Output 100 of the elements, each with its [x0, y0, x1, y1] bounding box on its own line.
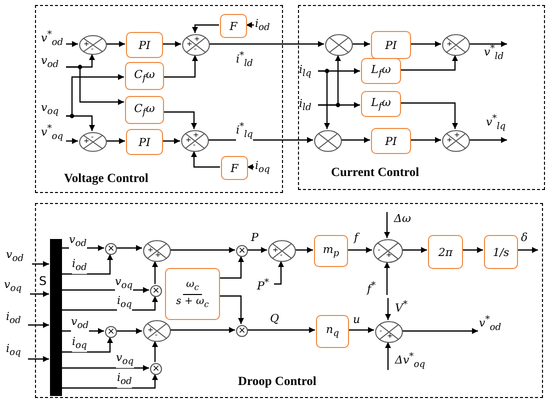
arrow [61, 337, 113, 353]
arrow [162, 41, 181, 47]
arrow [247, 164, 254, 170]
gain-block: PI [371, 128, 411, 154]
arrow [295, 247, 313, 253]
arrow [61, 287, 149, 293]
arrow [209, 41, 324, 47]
arrow [247, 247, 267, 253]
arrow [30, 291, 49, 297]
signal-label: δ [521, 232, 541, 251]
edge-label: v$_{od}$ [71, 316, 89, 332]
arrow [246, 22, 254, 28]
group-title: Current Control [331, 165, 420, 179]
gain-block: PI [126, 129, 163, 155]
summing-junction [79, 35, 107, 55]
edge-label: i$_{od}$ [117, 372, 132, 388]
signal-label: Δω [385, 213, 415, 229]
arrow [152, 261, 158, 284]
signal-label: P$^{*}$ [257, 278, 275, 292]
signal-label: v$_{oq}$ [4, 279, 30, 296]
arrow [517, 247, 538, 253]
multiplier-symbol: × [105, 243, 117, 255]
signal-label: V$^{*}$ [386, 299, 416, 317]
signal-label: i$_{lq}$ [299, 64, 319, 79]
arrow [385, 298, 391, 320]
arrow [28, 356, 49, 362]
edge-label: Q [270, 313, 280, 325]
arrow [170, 247, 235, 253]
arrow [247, 327, 315, 333]
multiplier-symbol: × [105, 326, 117, 338]
gain-block: F [221, 156, 248, 180]
arrow [469, 41, 507, 47]
signal-label: i$_{ld}$ [299, 98, 319, 113]
arrow [274, 261, 284, 285]
arrow [116, 245, 142, 251]
arrow [192, 24, 219, 33]
gain-block: C$_{f}$ω [125, 62, 164, 90]
gain-block: m$_{p}$ [314, 235, 348, 267]
edge-label: i$_{oq}$ [117, 295, 132, 312]
arrow [163, 111, 197, 129]
arrow [318, 70, 330, 129]
transfer-function-block [165, 268, 220, 320]
arrow [348, 327, 374, 333]
arrow [410, 137, 441, 143]
bus-bar [50, 239, 62, 396]
edge-label: v$_{od}$ [69, 234, 87, 250]
arrow [318, 55, 341, 106]
edge-label: f [354, 232, 358, 244]
group-title: Droop Control [238, 374, 316, 388]
summing-junction [325, 34, 353, 56]
arrow [384, 212, 390, 238]
summing-junction [143, 240, 171, 262]
arrow [341, 137, 370, 143]
arrow [61, 374, 158, 389]
edge-label: i$_{od}$ [72, 258, 87, 274]
arrow [61, 296, 158, 311]
signal-label: f$^{*}$ [367, 280, 391, 296]
arrow [352, 41, 370, 47]
summing-junction [268, 240, 296, 262]
summing-junction [143, 320, 171, 342]
arrow [66, 41, 78, 47]
signal-label: v$_{od}$ [41, 55, 67, 72]
signal-label: v$_{od}$ [6, 249, 32, 266]
arrow [384, 262, 390, 295]
arrow [170, 327, 235, 333]
gain-block: F [220, 14, 247, 38]
multiplier-symbol: × [150, 285, 162, 297]
gain-block: 2π [428, 235, 463, 269]
summing-junction [442, 34, 470, 56]
group-frame [35, 5, 283, 193]
signal-label: i$_{oq}$ [6, 343, 28, 361]
arrow [106, 41, 125, 47]
multiplier-symbol: × [236, 325, 248, 337]
gain-block: L$_{f}$ω [361, 58, 401, 84]
multiplier-symbol: × [236, 245, 248, 257]
arrow [61, 328, 104, 334]
signal-label: v$_{oq}$ [41, 102, 67, 120]
arrow [385, 342, 391, 370]
gain-block: 1/s [484, 235, 518, 269]
gain-block: PI [371, 31, 411, 59]
arrow [402, 328, 478, 334]
arrow [347, 247, 372, 253]
arrow [162, 138, 180, 144]
arrow [61, 245, 104, 251]
arrow [61, 254, 113, 275]
bar-label: S [39, 275, 47, 288]
edge-label: u [353, 314, 360, 326]
numerator-text: ω$_{c}$ [183, 278, 202, 294]
gain-block: n$_{q}$ [316, 315, 349, 348]
gain-block: L$_{f}$ω [361, 91, 401, 117]
arrow [152, 341, 158, 362]
arrow [462, 247, 483, 253]
arrow [66, 66, 124, 105]
summing-junction [375, 321, 403, 343]
arrow [66, 115, 95, 131]
edge-label: P [251, 232, 258, 244]
arrow [402, 247, 427, 253]
edge-label: v$_{oq}$ [115, 276, 133, 292]
arrow [219, 295, 244, 324]
arrow [469, 137, 507, 143]
